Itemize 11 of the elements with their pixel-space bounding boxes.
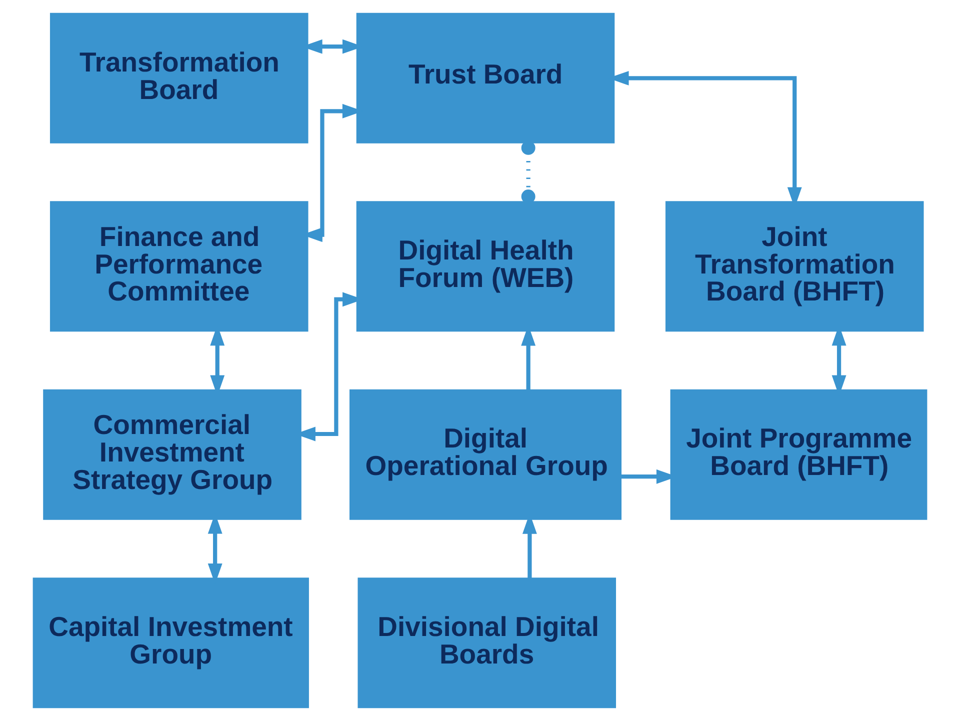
node-box: Divisional Digital Boards [357, 578, 616, 708]
node-box: Digital Operational Group [348, 389, 621, 520]
node-box: Finance and Performance Committee [49, 201, 308, 332]
node-box: Trust Board [356, 12, 614, 144]
connector [520, 140, 535, 204]
node-box: Joint Programme Board (BHFT) [670, 389, 927, 520]
node-box: Digital Health Forum (WEB) [356, 201, 614, 332]
node-box: Joint Transformation Board (BHFT) [664, 201, 924, 332]
node-box: Commercial Investment Strategy Group [42, 389, 301, 520]
node-box: Transformation Board [49, 12, 308, 144]
node-box: Capital Investment Group [32, 578, 308, 708]
